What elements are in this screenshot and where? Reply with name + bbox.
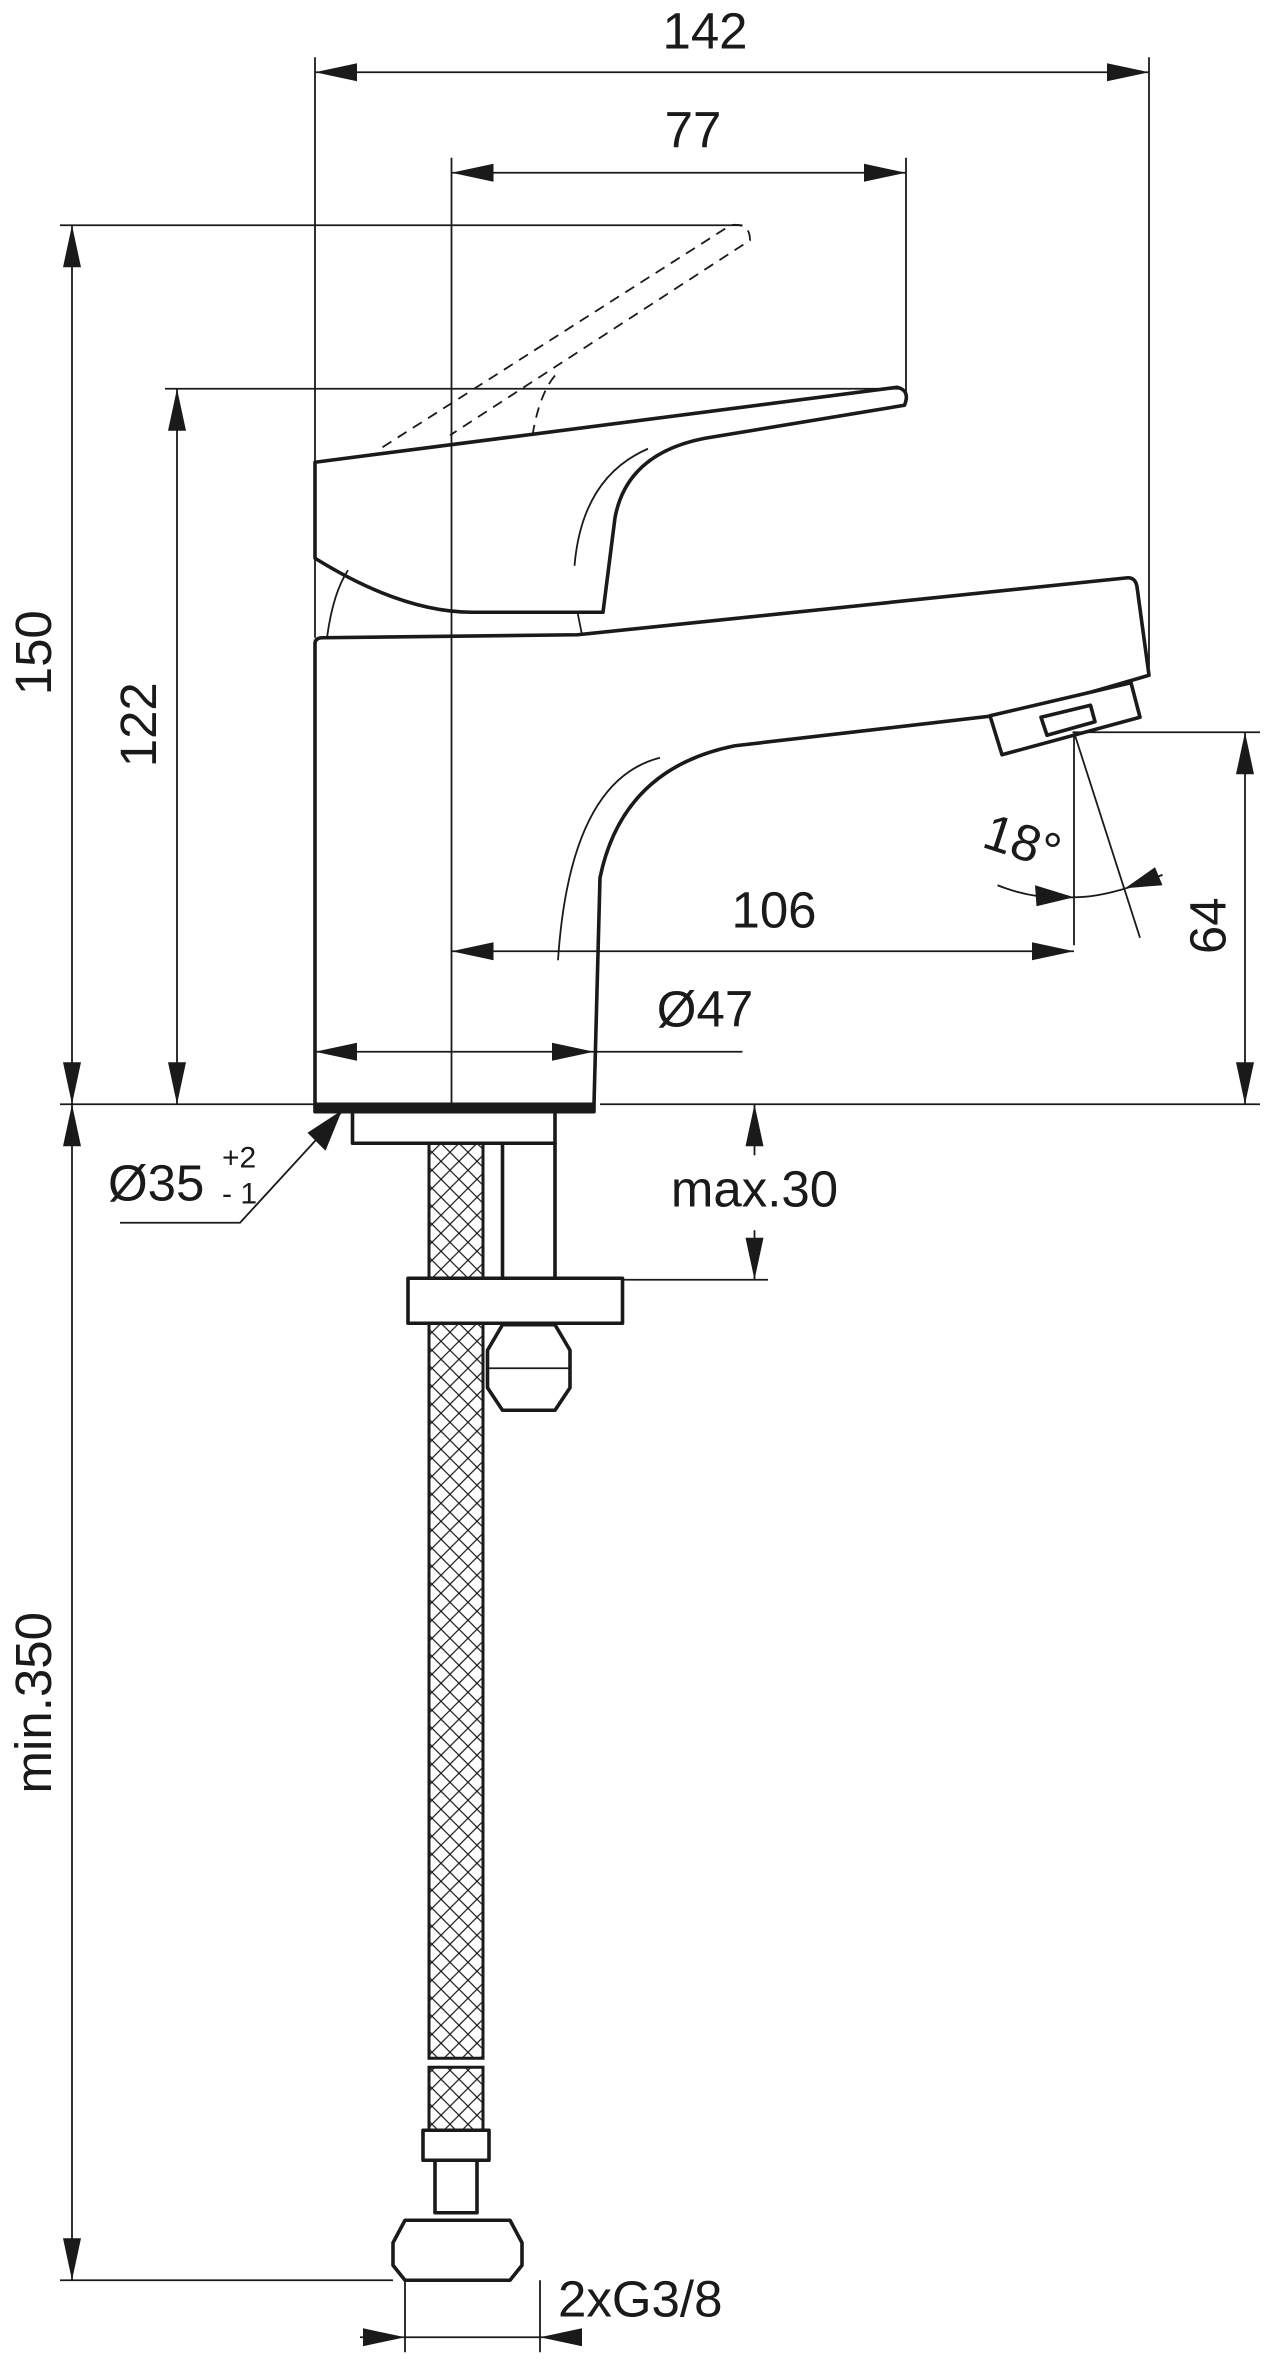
- dim-spout-reach: 106: [731, 881, 816, 938]
- dim-handle-length: 77: [665, 101, 722, 158]
- dim-max-deck-thickness: max.30: [671, 1160, 838, 1217]
- dim-hole-tolerance-plus: +2: [222, 1141, 256, 1174]
- dimension-lines: [63, 63, 1254, 2347]
- lever-raised-outline: [382, 223, 751, 449]
- dim-hole-diameter: Ø35: [108, 1154, 204, 1211]
- lever-handle: [313, 385, 909, 615]
- dim-overall-height: 150: [5, 610, 62, 695]
- dim-connection: 2xG3/8: [558, 2270, 722, 2327]
- dim-outlet-height: 64: [1180, 897, 1237, 954]
- faucet-body: [313, 223, 1151, 1107]
- dim-hose-length: min.350: [5, 1612, 62, 1793]
- extension-lines: [60, 57, 1260, 2353]
- dim-outlet-angle: 18°: [977, 803, 1068, 881]
- dim-hole-tolerance-minus: - 1: [222, 1177, 257, 1210]
- dim-body-diameter: Ø47: [657, 980, 753, 1037]
- mounting-parts: [313, 1102, 625, 2283]
- dim-overall-width: 142: [662, 2, 747, 59]
- dim-spout-height: 122: [110, 682, 167, 767]
